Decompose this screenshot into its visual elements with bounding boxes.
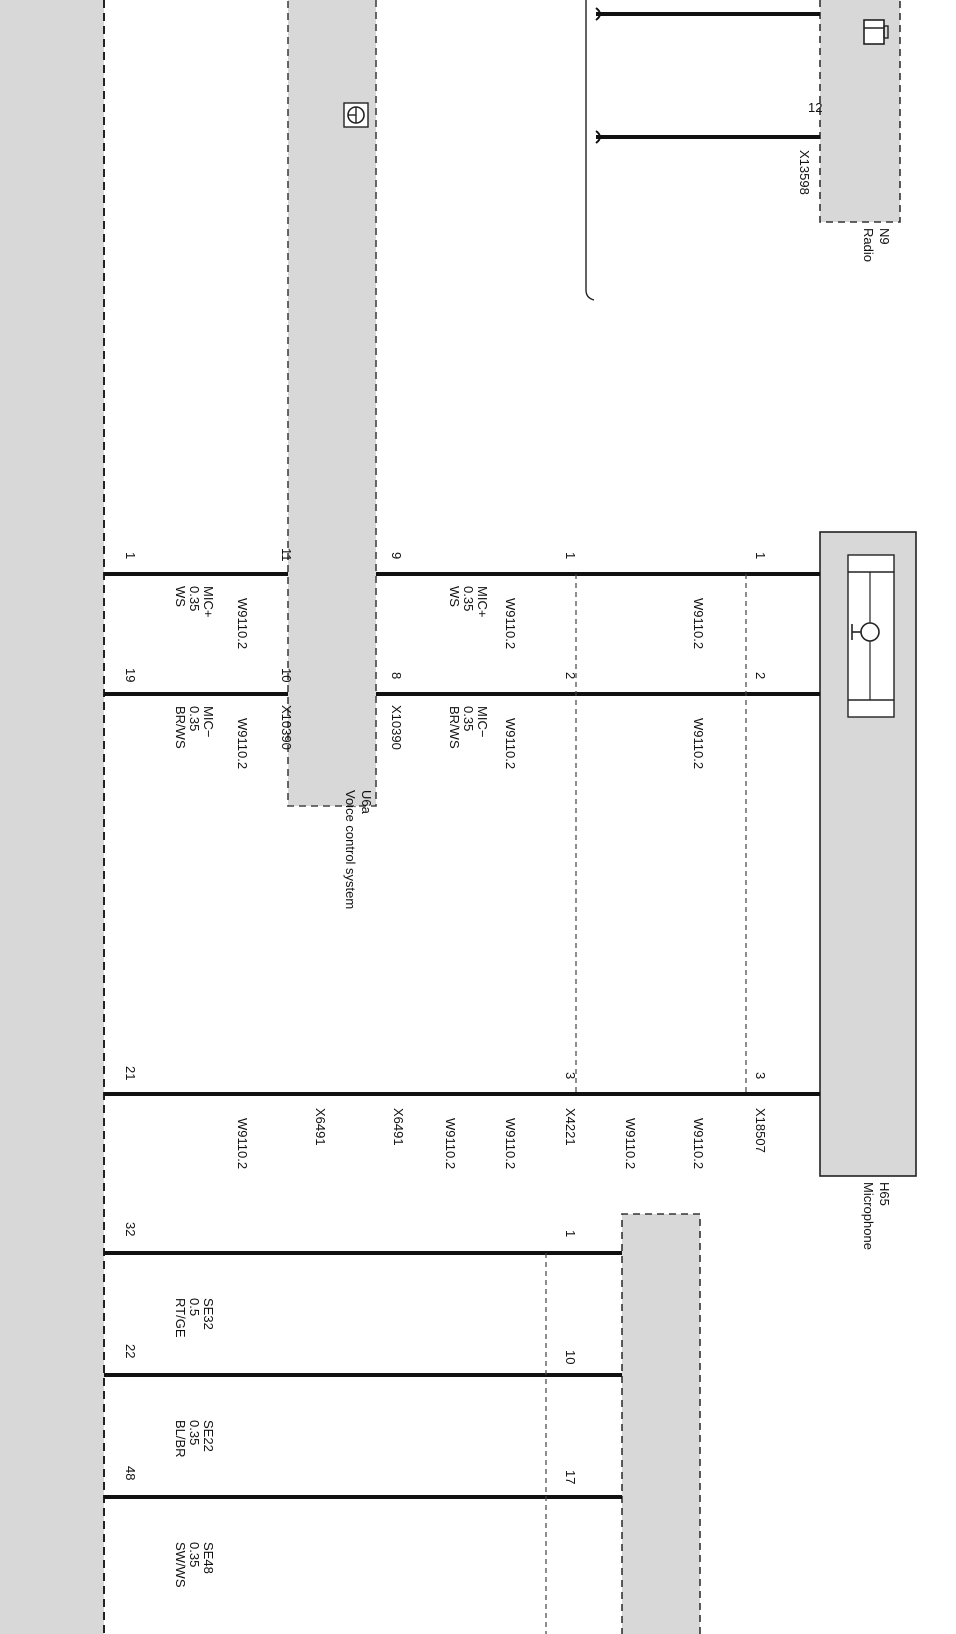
mic-id: H65 — [877, 1182, 892, 1206]
left-pin-1: 1 — [123, 552, 138, 559]
labels: N9 Radio X13598 U6a Voice control system… — [123, 150, 892, 1588]
mic-plus-signal-b: MIC+ — [201, 586, 216, 617]
voice-pin-10: 10 — [279, 668, 294, 682]
harness-11: W9110.2 — [235, 1118, 250, 1169]
mic-plus-color-a: WS — [447, 586, 462, 607]
se22-signal: SE22 — [201, 1420, 216, 1452]
se48-size: 0.35 — [187, 1542, 202, 1567]
se32-size: 0.5 — [187, 1298, 202, 1316]
harness-3: W9110.2 — [503, 598, 518, 649]
mic-minus-color-a: BR/WS — [447, 706, 462, 749]
radio-connector: X13598 — [797, 150, 812, 195]
voice-pin-8: 8 — [389, 672, 404, 679]
x6491-b: X6491 — [313, 1108, 328, 1146]
radio-id: N9 — [877, 228, 892, 245]
harness-10: W9110.2 — [443, 1118, 458, 1169]
mic-connector: X18507 — [753, 1108, 768, 1153]
voice-connector-b: X10390 — [279, 705, 294, 750]
left-pin-32: 32 — [123, 1222, 138, 1236]
radio-name: Radio — [861, 228, 876, 262]
mic-name: Microphone — [861, 1182, 876, 1250]
mic-minus-signal-b: MIC− — [201, 706, 216, 737]
mic-minus-size-a: 0.35 — [461, 706, 476, 731]
mic-plus-size-a: 0.35 — [461, 586, 476, 611]
x6491-a: X6491 — [391, 1108, 406, 1146]
mic-minus-signal-a: MIC− — [475, 706, 490, 737]
mic-pin-1: 1 — [753, 552, 768, 559]
mic-pin-3: 3 — [753, 1072, 768, 1079]
harness-1: W9110.2 — [691, 598, 706, 649]
harness-6: W9110.2 — [235, 718, 250, 769]
radio-pin-12: 12 — [808, 100, 822, 115]
voice-connector-a: X10390 — [389, 705, 404, 750]
left-pin-22: 22 — [123, 1344, 138, 1358]
harness-5: W9110.2 — [235, 598, 250, 649]
radio-module — [819, 0, 901, 223]
se48-signal: SE48 — [201, 1542, 216, 1574]
mic-plus-size-b: 0.35 — [187, 586, 202, 611]
mic-minus-size-b: 0.35 — [187, 706, 202, 731]
mic-plus-signal-a: MIC+ — [475, 586, 490, 617]
steering-wheel-icon — [343, 102, 369, 128]
voice-pin-9: 9 — [389, 552, 404, 559]
se22-color: BL/BR — [173, 1420, 188, 1458]
voice-pin-11: 11 — [279, 548, 294, 562]
lower-pin-10: 10 — [563, 1350, 578, 1364]
lower-pin-17: 17 — [563, 1470, 578, 1484]
left-pin-19: 19 — [123, 668, 138, 682]
x4221: X4221 — [563, 1108, 578, 1146]
se32-color: RT/GE — [173, 1298, 188, 1338]
voice-id: U6a — [359, 790, 374, 815]
mic-minus-color-b: BR/WS — [173, 706, 188, 749]
left-pin-21: 21 — [123, 1066, 138, 1080]
voice-control-module — [287, 0, 377, 807]
se48-color: SW/WS — [173, 1542, 188, 1588]
microphone-module — [819, 531, 917, 1177]
splice-pin-1: 1 — [563, 552, 578, 559]
microphone-icon — [851, 622, 880, 642]
harness-4: W9110.2 — [503, 718, 518, 769]
se32-signal: SE32 — [201, 1298, 216, 1330]
harness-8: W9110.2 — [623, 1118, 638, 1169]
left-module-body — [0, 0, 104, 1634]
mic-pin-2: 2 — [753, 672, 768, 679]
harness-9: W9110.2 — [503, 1118, 518, 1169]
se22-size: 0.35 — [187, 1420, 202, 1445]
harness-7: W9110.2 — [691, 1118, 706, 1169]
splice-pin-2: 2 — [563, 672, 578, 679]
harness-2: W9110.2 — [691, 718, 706, 769]
voice-name: Voice control system — [343, 790, 358, 909]
left-pin-48: 48 — [123, 1466, 138, 1480]
lower-pin-1: 1 — [563, 1230, 578, 1237]
car-seat-icon — [863, 19, 889, 45]
splice-pin-3: 3 — [563, 1072, 578, 1079]
mic-plus-color-b: WS — [173, 586, 188, 607]
lower-module — [621, 1213, 701, 1634]
